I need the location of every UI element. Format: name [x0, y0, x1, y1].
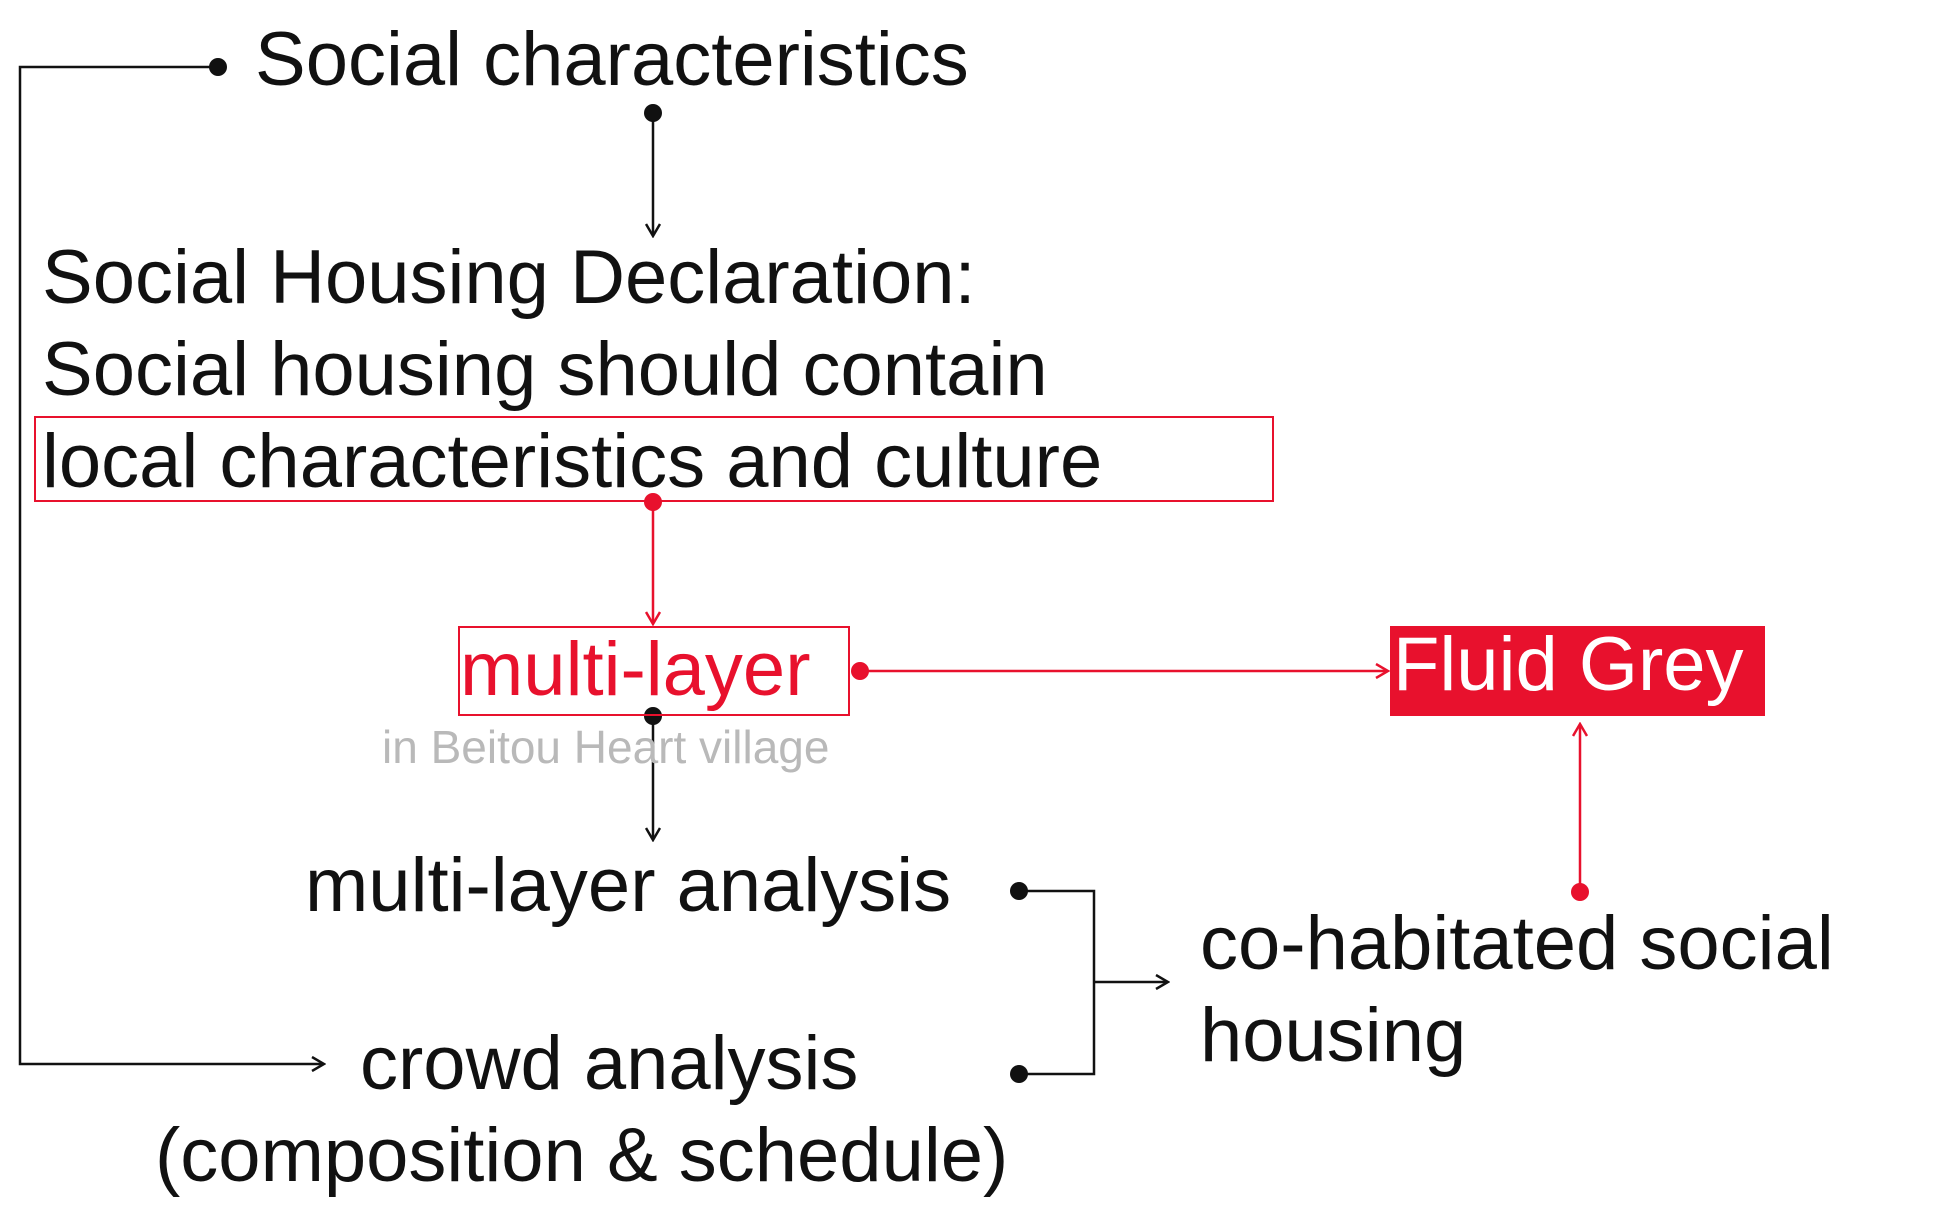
node-multi-layer-caption: in Beitou Heart village: [382, 721, 830, 773]
node-cohabitated-line1: co-habitated social: [1200, 901, 1834, 986]
highlight-box-local-characteristics: [34, 416, 1274, 502]
fluid-grey-box: [1390, 626, 1765, 716]
connector-dot: [644, 104, 662, 122]
node-declaration-title: Social Housing Declaration:: [42, 235, 976, 320]
node-fluid-grey: Fluid Grey: [1393, 622, 1744, 707]
connector-dot: [1010, 1065, 1028, 1083]
node-social-characteristics: Social characteristics: [255, 17, 969, 102]
node-crowd-analysis: crowd analysis: [360, 1021, 859, 1106]
connector-dot: [644, 707, 662, 725]
node-multi-layer-analysis: multi-layer analysis: [305, 843, 952, 928]
connector-analysis-bracket: [1019, 889, 1096, 1076]
connector-dot: [1571, 883, 1589, 901]
highlight-box-multi-layer: [458, 626, 850, 716]
node-multi-layer: multi-layer: [460, 627, 811, 712]
node-cohabitated-line2: housing: [1200, 993, 1467, 1078]
connector-dot: [1010, 882, 1028, 900]
connector-dot: [644, 493, 662, 511]
node-crowd-analysis-detail: (composition & schedule): [155, 1113, 1009, 1198]
node-declaration-line3: local characteristics and culture: [42, 419, 1103, 504]
connector-dot: [851, 662, 869, 680]
connector-dot: [209, 58, 227, 76]
node-declaration-line2: Social housing should contain: [42, 327, 1048, 412]
connector-loop-left: [18, 65, 324, 1064]
